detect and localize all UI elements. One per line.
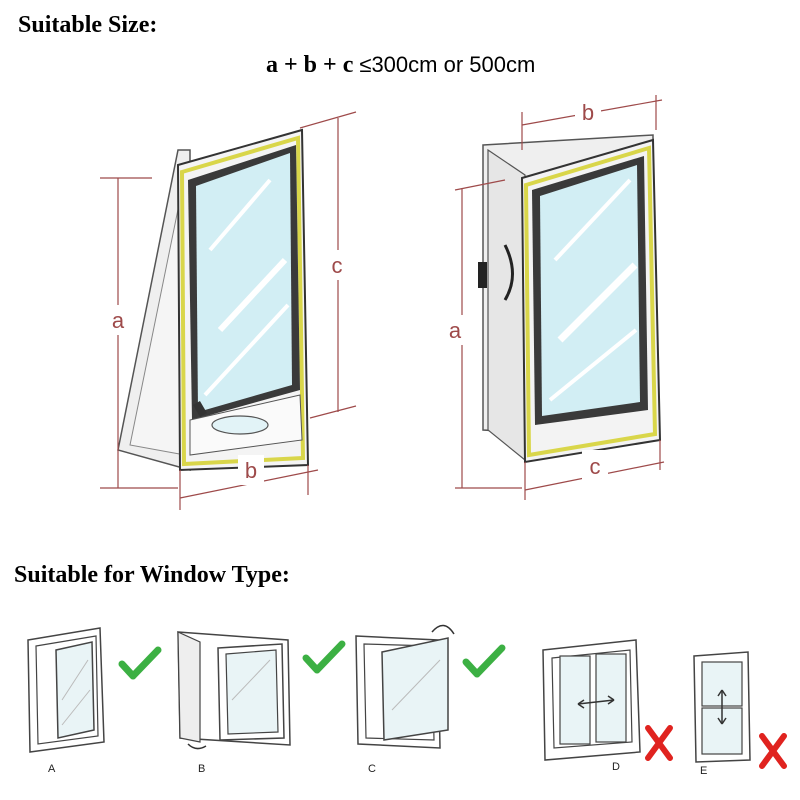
size-formula: a + b + c ≤300cm or 500cm bbox=[266, 52, 535, 79]
dimension-label-b: b bbox=[582, 100, 594, 125]
seal-panel-side bbox=[487, 148, 526, 462]
x-mark-icon bbox=[645, 725, 673, 761]
dimension-label-b: b bbox=[245, 458, 257, 483]
window-type-label: D bbox=[612, 761, 620, 773]
seal-panel-inner bbox=[129, 174, 186, 456]
window-type-heading: Suitable for Window Type: bbox=[14, 562, 290, 588]
casement-window-diagram: a b c bbox=[440, 95, 665, 500]
window-type-e: E bbox=[693, 651, 787, 777]
dimension-label-a: a bbox=[449, 318, 462, 343]
window-glass bbox=[196, 153, 292, 412]
window-type-label: B bbox=[198, 763, 205, 775]
dimension-label-a: a bbox=[112, 308, 125, 333]
window-type-b: B bbox=[177, 631, 346, 775]
window-type-d: D bbox=[542, 639, 673, 773]
window-glass bbox=[540, 165, 640, 416]
zip-opening bbox=[503, 244, 514, 301]
window-type-label: C bbox=[368, 763, 376, 775]
window-type-c: C bbox=[355, 624, 506, 775]
window-type-label: E bbox=[700, 765, 707, 777]
check-mark-icon bbox=[462, 644, 506, 678]
window-type-label: A bbox=[48, 763, 56, 775]
check-mark-icon bbox=[302, 640, 346, 674]
dimension-label-c: c bbox=[590, 454, 601, 479]
formula-limit: 300cm or 500cm bbox=[371, 52, 536, 77]
window-handle bbox=[478, 262, 487, 288]
hose-opening bbox=[211, 415, 269, 435]
suitable-size-heading: Suitable Size: bbox=[18, 12, 158, 38]
dimension-label-c: c bbox=[332, 253, 343, 278]
tilt-window-diagram: a b c bbox=[100, 111, 357, 510]
check-mark-icon bbox=[118, 646, 162, 680]
window-type-a: A bbox=[27, 627, 162, 775]
formula-terms: a + b + c bbox=[266, 52, 360, 78]
seal-tape bbox=[179, 135, 306, 467]
seal-tape bbox=[523, 145, 658, 458]
x-mark-icon bbox=[759, 733, 787, 769]
formula-operator: ≤ bbox=[359, 52, 372, 77]
